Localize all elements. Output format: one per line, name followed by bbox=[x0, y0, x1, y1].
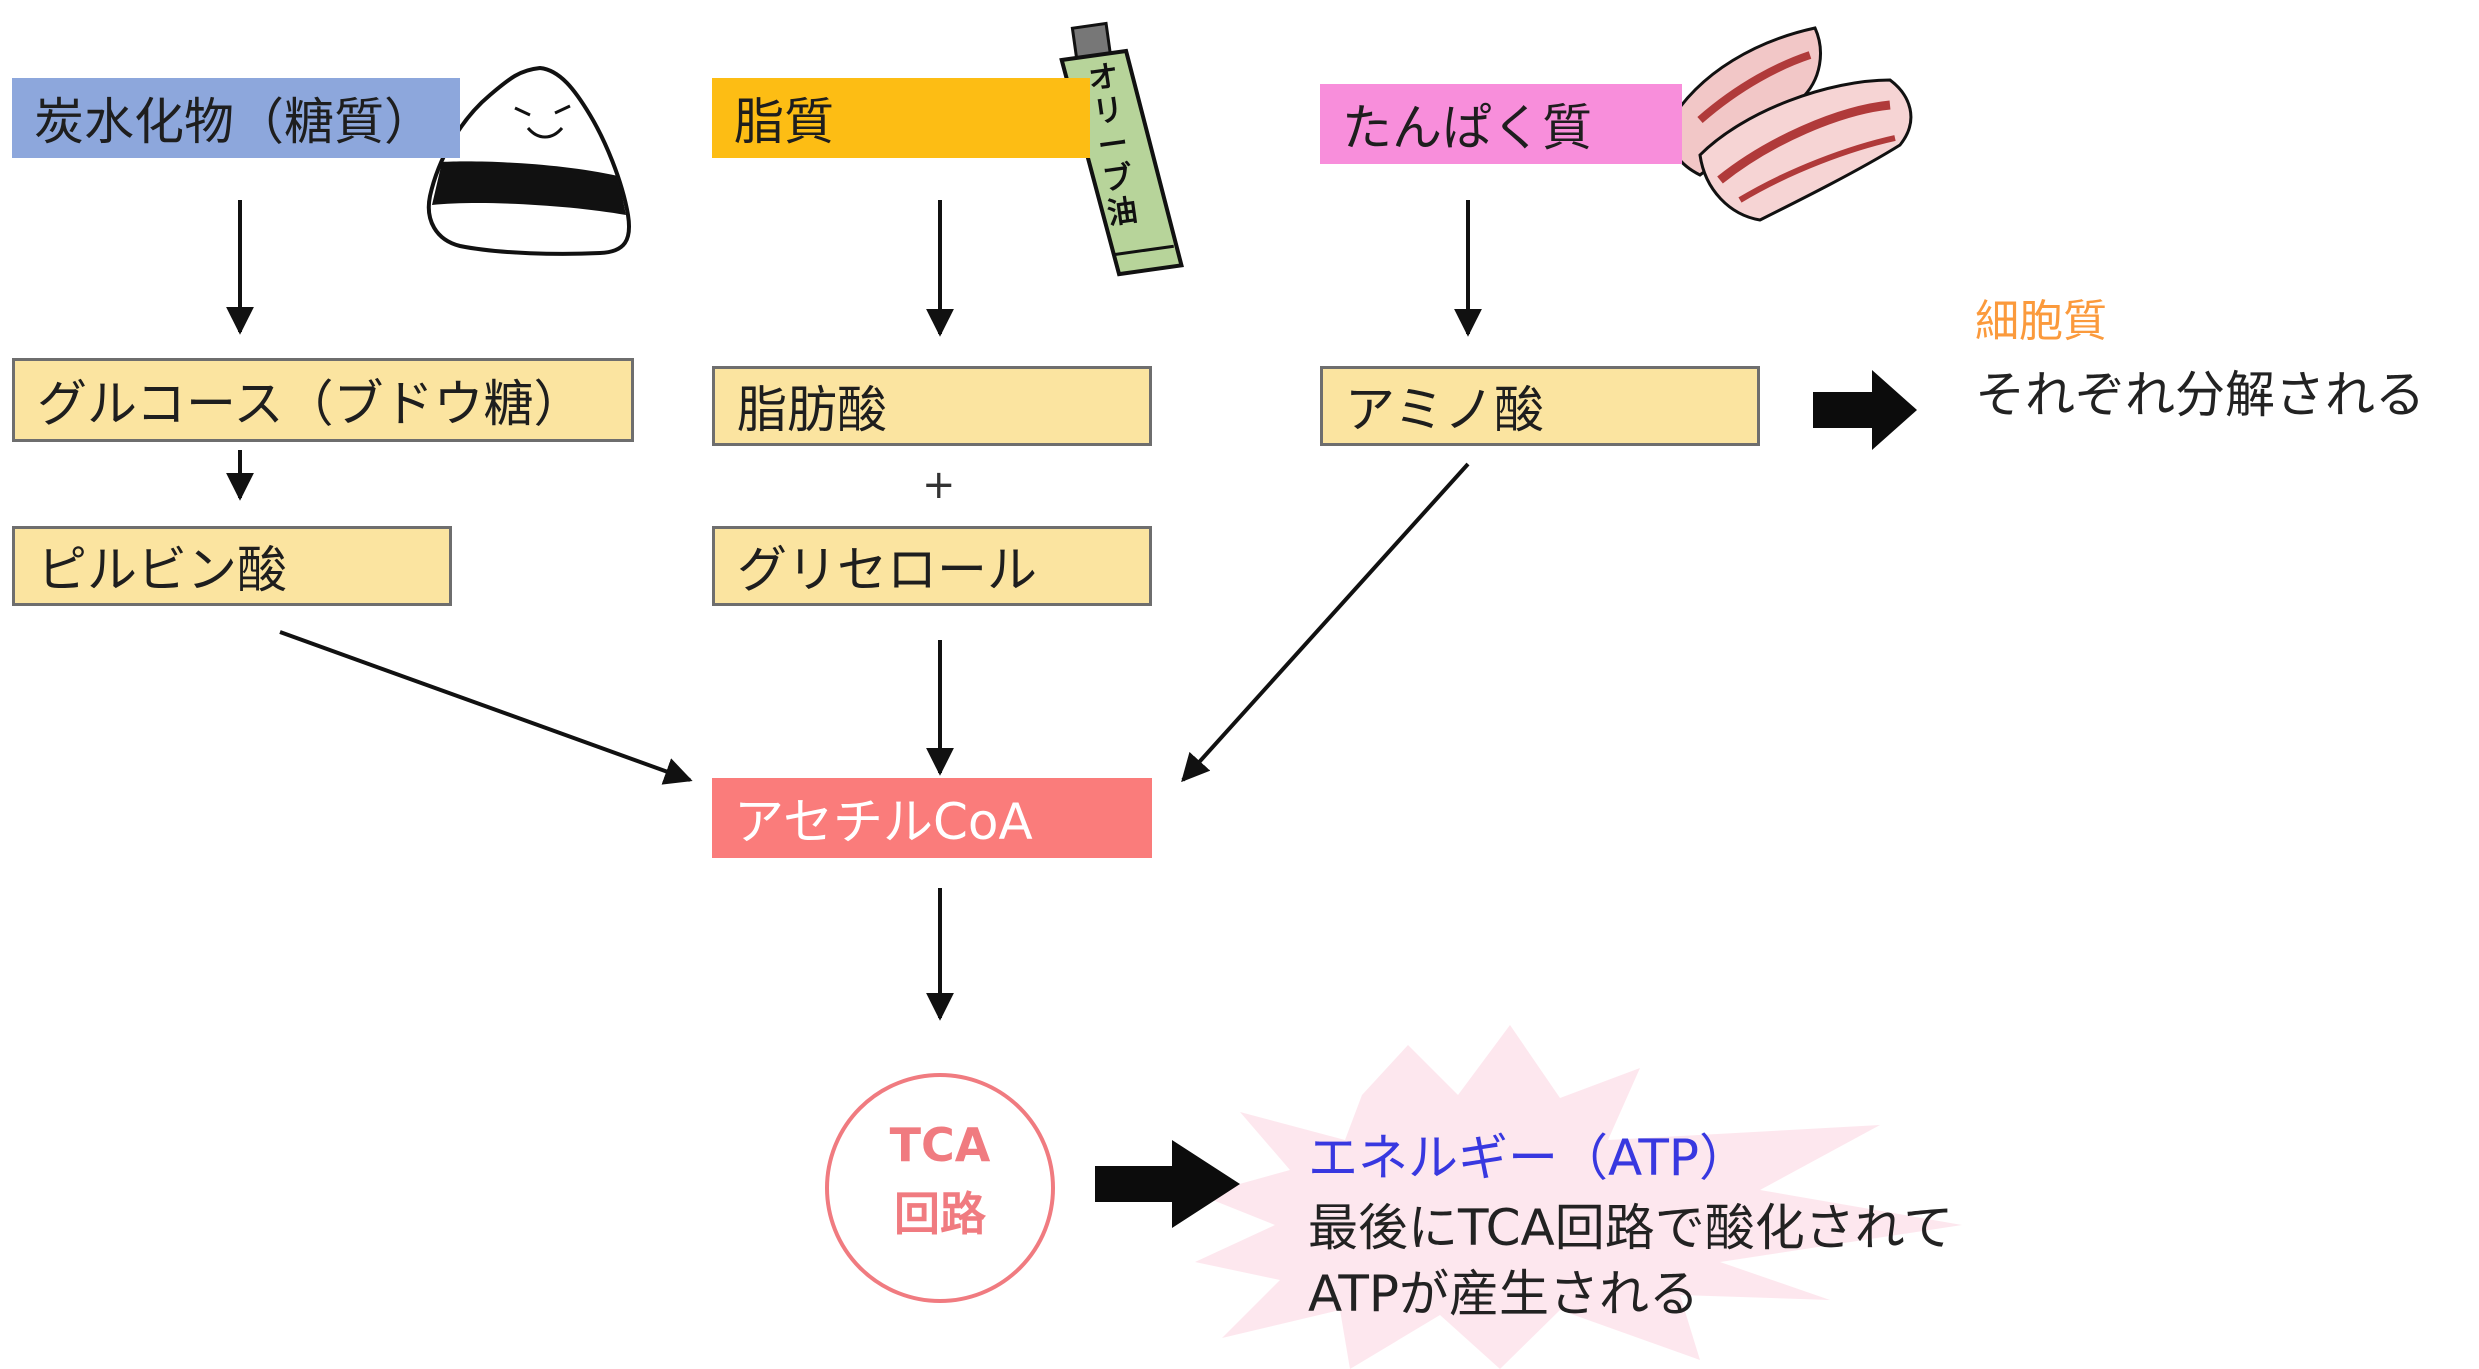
arrow-pyruvate-to-acetyl-coa bbox=[279, 630, 693, 785]
tca-cycle-label: 回路 bbox=[894, 1187, 986, 1241]
energy-title: エネルギー（ATP） bbox=[1308, 1129, 1750, 1187]
bacon-icon bbox=[1666, 26, 1913, 222]
energy-burst-shape bbox=[1195, 1025, 1962, 1369]
rice-ball-icon bbox=[426, 65, 631, 256]
lipid-label: 脂質 bbox=[712, 78, 1090, 158]
fatty-acid-box: 脂肪酸 bbox=[712, 366, 1152, 446]
olive-oil-tube-icon bbox=[1059, 21, 1184, 277]
tca-circle bbox=[825, 1073, 1055, 1303]
carbohydrate-label: 炭水化物（糖質） bbox=[12, 78, 460, 158]
glycerol-box: グリセロール bbox=[712, 526, 1152, 606]
acetyl-coa-box: アセチルCoA bbox=[712, 778, 1152, 858]
tca-label: TCA bbox=[889, 1118, 991, 1172]
cytoplasm-description: それぞれ分解される bbox=[1975, 366, 2425, 424]
cytoplasm-title: 細胞質 bbox=[1975, 296, 2107, 347]
bold-arrow-to-energy bbox=[1095, 1140, 1240, 1228]
energy-description-line2: ATPが産生される bbox=[1308, 1265, 1700, 1323]
energy-description-line1: 最後にTCA回路で酸化されて bbox=[1308, 1199, 1954, 1257]
bold-arrow-to-cytoplasm bbox=[1813, 370, 1917, 450]
plus-sign: + bbox=[922, 462, 956, 508]
pyruvate-box: ピルビン酸 bbox=[12, 526, 452, 606]
amino-acid-box: アミノ酸 bbox=[1320, 366, 1760, 446]
glucose-box: グルコース（ブドウ糖） bbox=[12, 358, 634, 442]
arrow-amino-acid-to-acetyl-coa bbox=[1181, 462, 1470, 783]
protein-label: たんぱく質 bbox=[1320, 84, 1682, 164]
